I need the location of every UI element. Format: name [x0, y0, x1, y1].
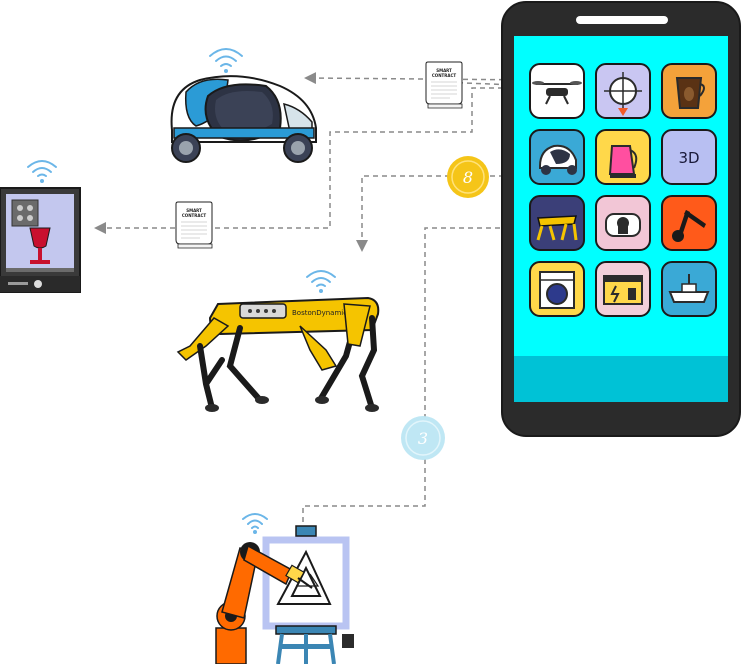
contract-title-line1: SMART: [186, 208, 202, 213]
wifi-icon: [27, 160, 57, 183]
app-label: 3D: [678, 149, 699, 167]
satellite-app-icon[interactable]: [595, 63, 651, 119]
contract-title-line2: CONTRACT: [182, 213, 207, 218]
coffee-app-icon[interactable]: [661, 63, 717, 119]
app-grid: 3D: [529, 63, 717, 317]
wifi-icon: [242, 513, 268, 534]
contract-title-line2: CONTRACT: [432, 73, 457, 78]
brand-label: BostonDynamics: [292, 309, 351, 317]
robot-dog-app-icon[interactable]: [529, 195, 585, 251]
washing-machine-app-icon[interactable]: [529, 261, 585, 317]
token-coin: 3: [401, 416, 445, 460]
robot-dog: BostonDynamics: [176, 296, 380, 412]
drone-app-icon[interactable]: [529, 63, 585, 119]
connector-phone-to-printer: [94, 87, 530, 234]
3d-printer: [0, 187, 81, 293]
wifi-icon: [209, 48, 243, 73]
boat-app-icon[interactable]: [661, 261, 717, 317]
coin-symbol: 3: [418, 429, 428, 448]
electric-car: [170, 75, 317, 163]
robot-arm-painter: [215, 525, 354, 664]
power-meter-app-icon[interactable]: [595, 261, 651, 317]
car-app-icon[interactable]: [529, 129, 585, 185]
smartphone: 3D: [501, 1, 741, 437]
phone-speaker: [576, 16, 668, 24]
smart-contract-1: SMART CONTRACT: [425, 61, 463, 109]
wifi-icon: [306, 270, 336, 293]
contract-title-line1: SMART: [436, 68, 452, 73]
phone-bottom-bar: [514, 356, 728, 402]
lock-app-icon[interactable]: [595, 195, 651, 251]
robot-arm-app-icon[interactable]: [661, 195, 717, 251]
printer-3d-app-icon[interactable]: 3D: [661, 129, 717, 185]
coin-symbol: 8: [463, 168, 473, 187]
smart-contract-2: SMART CONTRACT: [175, 201, 213, 249]
gold-coin: 8: [447, 156, 489, 198]
kettle-app-icon[interactable]: [595, 129, 651, 185]
